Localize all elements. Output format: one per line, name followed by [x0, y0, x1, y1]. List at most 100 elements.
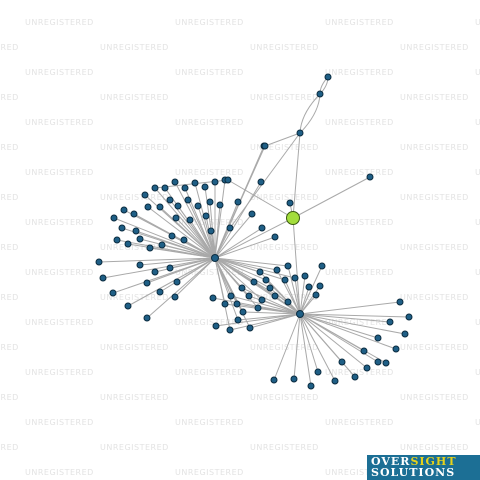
graph-node[interactable] [312, 291, 320, 299]
graph-node[interactable] [324, 73, 332, 81]
graph-node[interactable] [257, 178, 265, 186]
graph-node[interactable] [284, 262, 292, 270]
graph-node[interactable] [158, 241, 166, 249]
graph-node[interactable] [316, 282, 324, 290]
graph-node[interactable] [234, 316, 242, 324]
graph-node[interactable] [146, 244, 154, 252]
graph-node[interactable] [161, 184, 169, 192]
graph-node[interactable] [136, 261, 144, 269]
graph-node[interactable] [305, 283, 313, 291]
focus-node[interactable] [286, 211, 300, 225]
graph-node[interactable] [120, 206, 128, 214]
graph-node[interactable] [234, 198, 242, 206]
graph-node[interactable] [233, 300, 241, 308]
graph-node[interactable] [266, 284, 274, 292]
graph-node[interactable] [245, 292, 253, 300]
graph-node[interactable] [194, 202, 202, 210]
graph-node[interactable] [290, 375, 298, 383]
graph-node[interactable] [363, 364, 371, 372]
graph-node[interactable] [118, 224, 126, 232]
graph-node[interactable] [191, 179, 199, 187]
graph-node[interactable] [246, 324, 254, 332]
graph-node[interactable] [258, 296, 266, 304]
graph-node[interactable] [207, 227, 215, 235]
graph-node[interactable] [351, 373, 359, 381]
graph-node[interactable] [374, 358, 382, 366]
graph-node[interactable] [291, 274, 299, 282]
graph-node[interactable] [144, 203, 152, 211]
graph-node[interactable] [239, 308, 247, 316]
hub-node[interactable] [296, 310, 304, 318]
graph-node[interactable] [366, 173, 374, 181]
graph-node[interactable] [286, 199, 294, 207]
graph-node[interactable] [227, 292, 235, 300]
graph-node[interactable] [296, 129, 304, 137]
graph-node[interactable] [405, 313, 413, 321]
graph-node[interactable] [221, 300, 229, 308]
graph-node[interactable] [209, 294, 217, 302]
graph-node[interactable] [141, 191, 149, 199]
graph-node[interactable] [270, 376, 278, 384]
graph-node[interactable] [338, 358, 346, 366]
graph-node[interactable] [174, 202, 182, 210]
graph-node[interactable] [181, 184, 189, 192]
graph-node[interactable] [314, 368, 322, 376]
graph-node[interactable] [401, 330, 409, 338]
graph-node[interactable] [156, 288, 164, 296]
graph-node[interactable] [173, 278, 181, 286]
graph-node[interactable] [281, 276, 289, 284]
graph-node[interactable] [248, 210, 256, 218]
graph-node[interactable] [261, 142, 269, 150]
graph-node[interactable] [360, 347, 368, 355]
graph-node[interactable] [168, 232, 176, 240]
graph-node[interactable] [166, 264, 174, 272]
graph-node[interactable] [99, 274, 107, 282]
graph-node[interactable] [171, 293, 179, 301]
graph-node[interactable] [180, 236, 188, 244]
graph-node[interactable] [172, 214, 180, 222]
graph-node[interactable] [226, 326, 234, 334]
graph-node[interactable] [95, 258, 103, 266]
graph-node[interactable] [224, 176, 232, 184]
graph-node[interactable] [301, 272, 309, 280]
graph-node[interactable] [171, 178, 179, 186]
graph-node[interactable] [151, 184, 159, 192]
graph-node[interactable] [271, 292, 279, 300]
graph-node[interactable] [124, 302, 132, 310]
graph-node[interactable] [216, 201, 224, 209]
graph-node[interactable] [202, 212, 210, 220]
graph-node[interactable] [143, 314, 151, 322]
graph-node[interactable] [212, 322, 220, 330]
graph-node[interactable] [273, 266, 281, 274]
graph-node[interactable] [132, 227, 140, 235]
graph-node[interactable] [109, 289, 117, 297]
hub-node[interactable] [211, 254, 219, 262]
graph-node[interactable] [143, 279, 151, 287]
graph-node[interactable] [382, 359, 390, 367]
graph-node[interactable] [262, 276, 270, 284]
graph-node[interactable] [256, 268, 264, 276]
graph-node[interactable] [318, 262, 326, 270]
graph-node[interactable] [110, 214, 118, 222]
graph-node[interactable] [374, 334, 382, 342]
graph-node[interactable] [226, 224, 234, 232]
graph-node[interactable] [331, 377, 339, 385]
graph-node[interactable] [136, 235, 144, 243]
graph-node[interactable] [124, 240, 132, 248]
graph-node[interactable] [184, 196, 192, 204]
graph-node[interactable] [201, 183, 209, 191]
graph-node[interactable] [151, 268, 159, 276]
graph-node[interactable] [238, 284, 246, 292]
graph-node[interactable] [386, 318, 394, 326]
graph-node[interactable] [284, 298, 292, 306]
graph-node[interactable] [130, 210, 138, 218]
graph-node[interactable] [113, 236, 121, 244]
graph-node[interactable] [307, 382, 315, 390]
graph-node[interactable] [211, 178, 219, 186]
graph-node[interactable] [186, 216, 194, 224]
graph-node[interactable] [254, 304, 262, 312]
graph-node[interactable] [166, 196, 174, 204]
graph-node[interactable] [258, 224, 266, 232]
graph-node[interactable] [250, 278, 258, 286]
graph-node[interactable] [392, 345, 400, 353]
